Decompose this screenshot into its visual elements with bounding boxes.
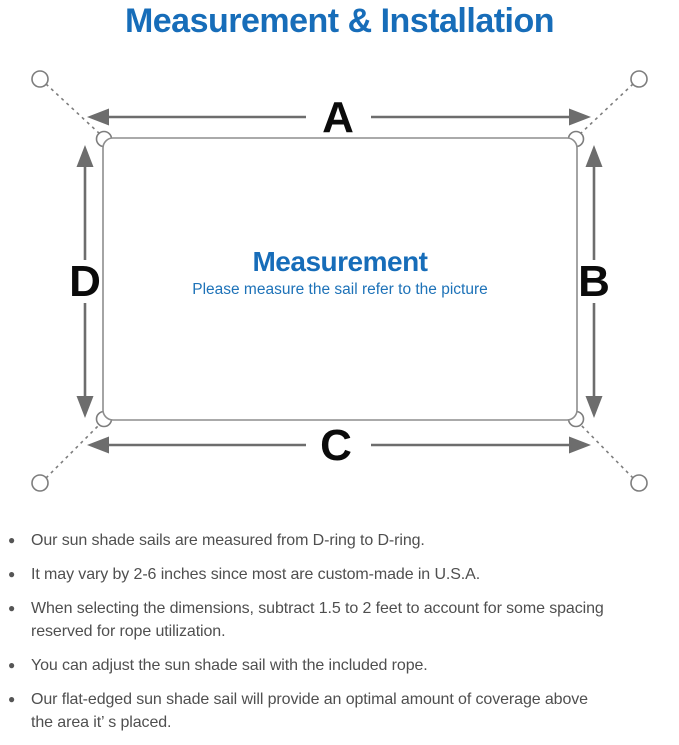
diagram-caption-subtitle: Please measure the sail refer to the pic… bbox=[192, 281, 488, 298]
anchor-points bbox=[31, 70, 648, 492]
dimension-arrow-b: B bbox=[578, 145, 610, 418]
bullet-icon: ● bbox=[8, 601, 16, 615]
diagram-caption: Measurement Please measure the sail refe… bbox=[192, 246, 488, 298]
bullet-icon: ● bbox=[8, 533, 16, 547]
dimension-arrow-a: A bbox=[87, 93, 591, 142]
arrowhead-up-icon bbox=[76, 145, 94, 167]
note-text: Our sun shade sails are measured from D-… bbox=[31, 532, 425, 549]
anchor-ropes bbox=[45, 83, 634, 479]
arrowhead-left-icon bbox=[87, 108, 109, 126]
anchor-point-icon bbox=[31, 474, 49, 492]
arrowhead-up-icon bbox=[585, 145, 603, 167]
rope-top-left bbox=[45, 83, 102, 136]
diagram-caption-title: Measurement bbox=[252, 246, 427, 277]
dimension-arrow-d: D bbox=[69, 145, 101, 418]
dimension-label-b: B bbox=[578, 257, 610, 306]
note-item: ● When selecting the dimensions, subtrac… bbox=[8, 597, 672, 643]
bullet-icon: ● bbox=[8, 567, 16, 581]
measurement-diagram: A C D B Measurement Please measure the s… bbox=[31, 70, 648, 492]
notes-list: ● Our sun shade sails are measured from … bbox=[8, 529, 672, 745]
bullet-icon: ● bbox=[8, 692, 16, 706]
arrowhead-left-icon bbox=[87, 436, 109, 454]
anchor-point-icon bbox=[630, 70, 648, 88]
rope-bottom-right bbox=[578, 422, 634, 479]
note-item: ● Our sun shade sails are measured from … bbox=[8, 529, 672, 552]
anchor-point-icon bbox=[31, 70, 49, 88]
note-text: It may vary by 2-6 inches since most are… bbox=[31, 566, 481, 583]
arrowhead-right-icon bbox=[569, 108, 591, 126]
dimension-label-d: D bbox=[69, 257, 101, 306]
dimension-label-c: C bbox=[320, 421, 352, 470]
rope-top-right bbox=[578, 83, 634, 136]
note-text: Our flat-edged sun shade sail will provi… bbox=[31, 691, 588, 731]
arrowhead-right-icon bbox=[569, 436, 591, 454]
page-title: Measurement & Installation bbox=[124, 2, 555, 40]
note-text: You can adjust the sun shade sail with t… bbox=[31, 657, 428, 674]
sail-outline bbox=[102, 137, 578, 421]
note-text: When selecting the dimensions, subtract … bbox=[31, 600, 604, 640]
note-item: ● It may vary by 2-6 inches since most a… bbox=[8, 563, 672, 586]
dimension-arrow-c: C bbox=[87, 421, 591, 470]
anchor-point-icon bbox=[630, 474, 648, 492]
rope-bottom-left bbox=[45, 422, 102, 479]
note-item: ● You can adjust the sun shade sail with… bbox=[8, 654, 672, 677]
dimension-label-a: A bbox=[322, 93, 354, 142]
arrowhead-down-icon bbox=[585, 396, 603, 418]
arrowhead-down-icon bbox=[76, 396, 94, 418]
bullet-icon: ● bbox=[8, 658, 16, 672]
note-item: ● Our flat-edged sun shade sail will pro… bbox=[8, 688, 672, 734]
